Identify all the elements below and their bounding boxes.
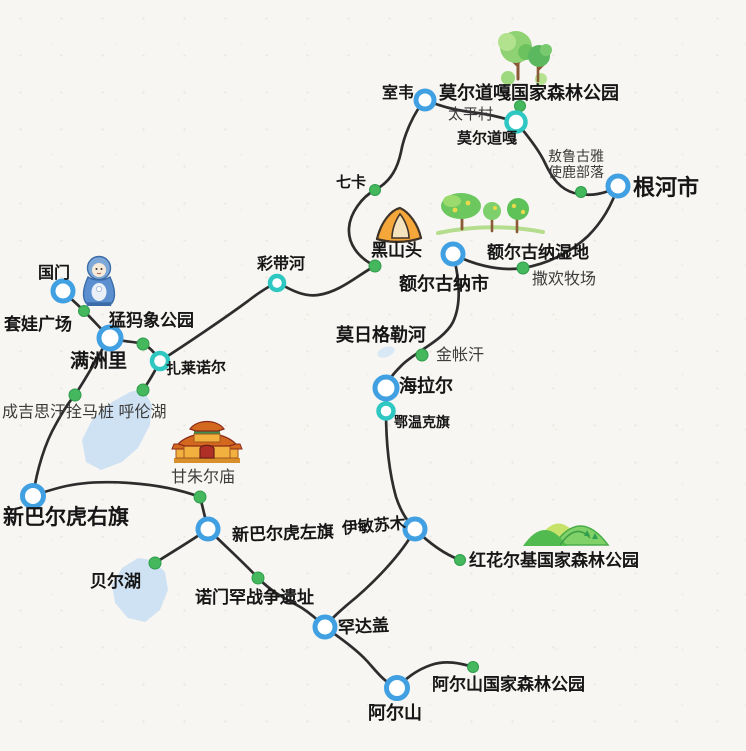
label-guomen: 国门 [38, 265, 71, 282]
poi-dot-jinzhanghan [415, 348, 429, 362]
label-xinbaerhu-right: 新巴尔虎右旗 [3, 506, 129, 529]
poi-dot-beierhu [148, 556, 162, 570]
node-ewenke [376, 401, 396, 421]
poi-dot-taowa [78, 305, 90, 317]
label-genhe: 根河市 [633, 175, 700, 200]
label-beierhu: 贝尔湖 [90, 572, 141, 591]
label-mengma-park: 猛犸象公园 [109, 311, 194, 330]
node-caidaihe [267, 273, 287, 293]
node-guomen [50, 278, 76, 304]
city-nodes [20, 88, 631, 701]
node-arxan [384, 675, 410, 701]
label-manzhouli: 满洲里 [70, 351, 128, 372]
label-morigele-river: 莫日格勒河 [336, 325, 426, 345]
label-aoluguya: 敖鲁古雅 使鹿部落 [548, 148, 604, 181]
route-yiminsumu-handagai [323, 527, 417, 629]
poi-dots [68, 100, 587, 673]
town-nodes [149, 110, 528, 421]
label-qika: 七卡 [336, 174, 367, 191]
label-shiwei: 室韦 [382, 85, 415, 102]
label-ewenke: 鄂温克旗 [394, 414, 450, 430]
matryoshka-doll-icon [82, 255, 116, 306]
mountains-icon [523, 523, 610, 546]
label-jinzhanghan: 金帐汗 [436, 347, 485, 364]
label-xinbaerhu-left: 新巴尔虎左旗 [231, 522, 335, 545]
label-hailar: 海拉尔 [399, 376, 453, 396]
label-chengjisihan-hulunhu: 成吉思汗拴马桩 呼伦湖 [2, 404, 167, 421]
poi-dot-mengma [136, 337, 150, 351]
temple-icon [171, 420, 243, 463]
trees-icon [498, 31, 552, 85]
label-sahuan-ranch: 撒欢牧场 [532, 271, 597, 288]
label-honghuaerji-park: 红花尔基国家森林公园 [469, 551, 639, 570]
poi-dot-sahuan [516, 261, 530, 275]
node-xinbaerhu-left [195, 516, 221, 542]
node-xinbaerhu-right [20, 483, 46, 509]
hulun-lake [82, 389, 152, 470]
label-arxan-park: 阿尔山国家森林公园 [432, 675, 585, 694]
poi-dot-hulunhu [136, 383, 150, 397]
node-shiwei [413, 88, 437, 112]
node-handagai [312, 614, 338, 640]
poi-dot-heishantou [368, 259, 382, 273]
node-manzhouli [96, 324, 124, 352]
node-yiminsumu [402, 516, 428, 542]
label-moerdaoga-forest-park: 莫尔道嘎国家森林公园 [439, 83, 619, 103]
poi-dot-nuomenhan [251, 571, 265, 585]
buir-lake [112, 558, 168, 622]
label-erguna-wetland: 额尔古纳湿地 [487, 243, 589, 262]
route-caidaihe-heishantou [275, 264, 377, 297]
river-patch [377, 346, 395, 358]
label-heishantou: 黑山头 [371, 241, 422, 260]
node-zhalainuoer [149, 350, 171, 372]
label-taowa-square: 套娃广场 [4, 315, 72, 334]
label-moerdaoga: 莫尔道嘎 [457, 130, 518, 147]
tent-icon [375, 206, 423, 243]
label-arxan: 阿尔山 [368, 703, 422, 723]
poi-dot-honghuaerji [454, 554, 466, 566]
node-moerdaoga [504, 110, 528, 134]
label-handagai: 罕达盖 [337, 615, 390, 638]
poi-dot-ganzhuermiao [193, 490, 207, 504]
poi-dot-aoluguya [575, 186, 587, 198]
poi-dot-qika [369, 184, 381, 196]
label-ganzhuermiao: 甘朱尔庙 [171, 469, 236, 486]
route-moerdaoga-genhe [514, 120, 620, 197]
route-genhe-erguna [451, 184, 620, 271]
label-nuomenhan-site: 诺门罕战争遗址 [195, 588, 314, 607]
label-caidaihe: 彩带河 [257, 256, 306, 273]
poi-dot-arxan-park [467, 661, 479, 673]
route-xinbaerhuleft-handagai [206, 527, 327, 629]
poi-dot-shuanmazhuang [68, 388, 82, 402]
route-zhalainuoer-caidaihe [158, 280, 279, 363]
label-taipingcun: 太平村 [448, 106, 494, 123]
label-erguna-city: 额尔古纳市 [399, 274, 489, 294]
label-zhalainuoer: 扎莱诺尔 [165, 358, 227, 379]
node-hailar [372, 374, 400, 402]
node-genhe [605, 173, 631, 199]
node-erguna [440, 241, 466, 267]
wetland-trees-icon [436, 193, 545, 235]
route-xinbaerhuright-manzhouli [31, 336, 112, 498]
